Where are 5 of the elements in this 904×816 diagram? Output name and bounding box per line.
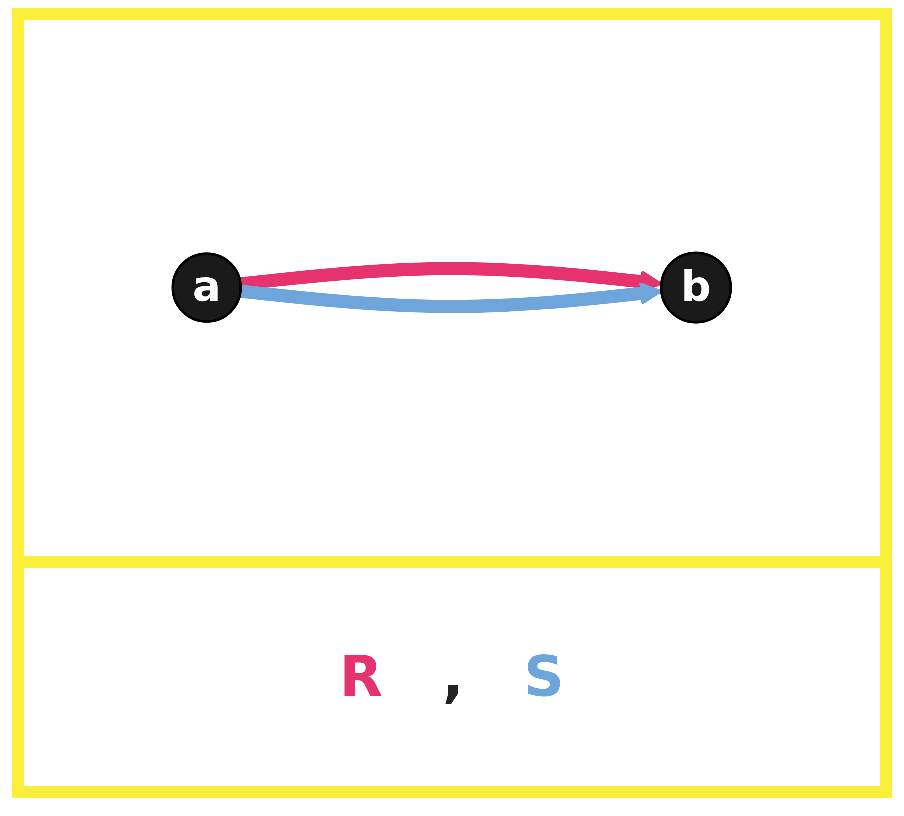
point-node: b bbox=[660, 252, 732, 324]
legend-label: S bbox=[524, 644, 564, 710]
separator-text: , bbox=[442, 644, 464, 710]
legend-label: R bbox=[340, 644, 383, 710]
point-node: a bbox=[172, 252, 242, 324]
